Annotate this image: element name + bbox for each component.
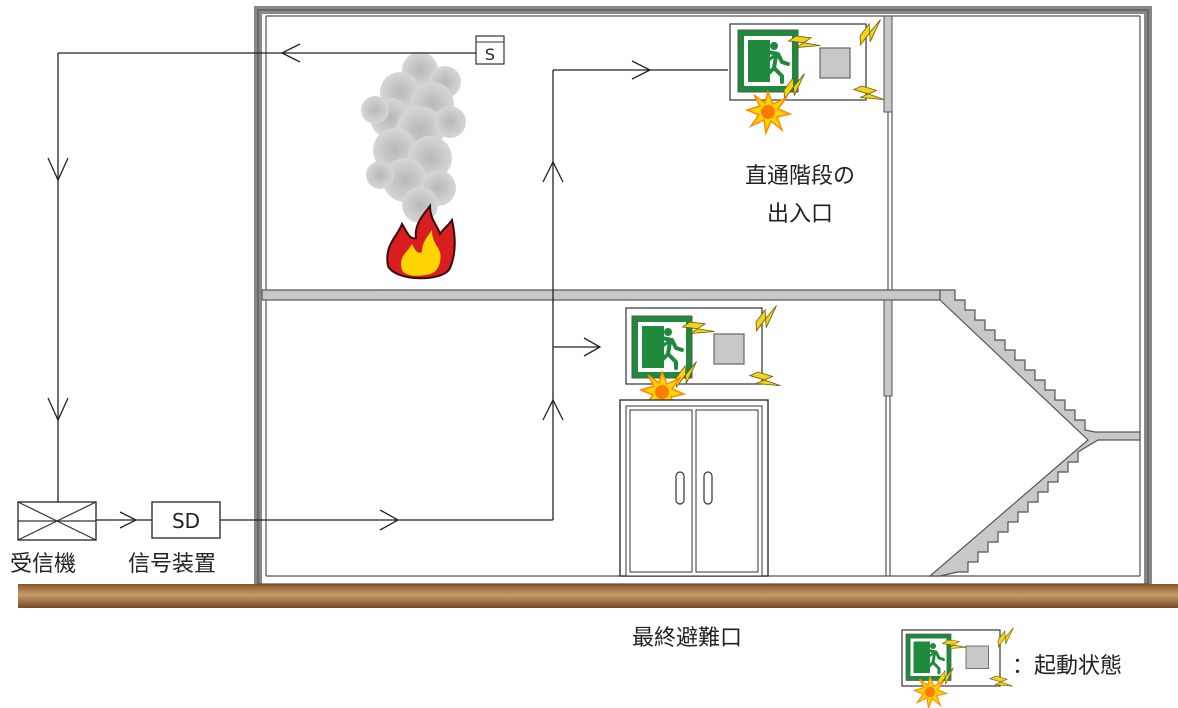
strobe-light-icon xyxy=(819,47,851,79)
signal-device-label: 信号装置 xyxy=(128,552,217,577)
signal-device-box: SD xyxy=(151,501,221,539)
stair-exit-label-line2: 出入口 xyxy=(766,202,833,227)
legend-exit-sign-unit xyxy=(901,626,1019,708)
ground-strip xyxy=(18,584,1178,608)
sd-label: SD xyxy=(172,509,200,533)
building-outline xyxy=(254,6,1152,585)
lower-exit-sign-unit xyxy=(625,303,784,414)
receiver-icon xyxy=(17,501,97,541)
signal-lines xyxy=(47,43,728,531)
strobe-light-icon xyxy=(965,645,989,669)
receiver-label: 受信機 xyxy=(10,552,77,577)
smoke-icon xyxy=(361,52,466,223)
final-exit-label: 最終避難口 xyxy=(632,626,743,651)
stair-exit-label-line1: 直通階段の xyxy=(744,164,855,189)
upper-exit-sign-unit xyxy=(729,17,888,134)
staircase xyxy=(928,289,1141,577)
legend-label: ：起動状態 xyxy=(1012,654,1123,679)
strobe-light-icon xyxy=(713,333,745,365)
smoke-detector-label: S xyxy=(485,45,495,64)
smoke-detector: S xyxy=(475,35,505,65)
fire-icon xyxy=(386,203,456,280)
final-exit-door xyxy=(619,399,769,577)
